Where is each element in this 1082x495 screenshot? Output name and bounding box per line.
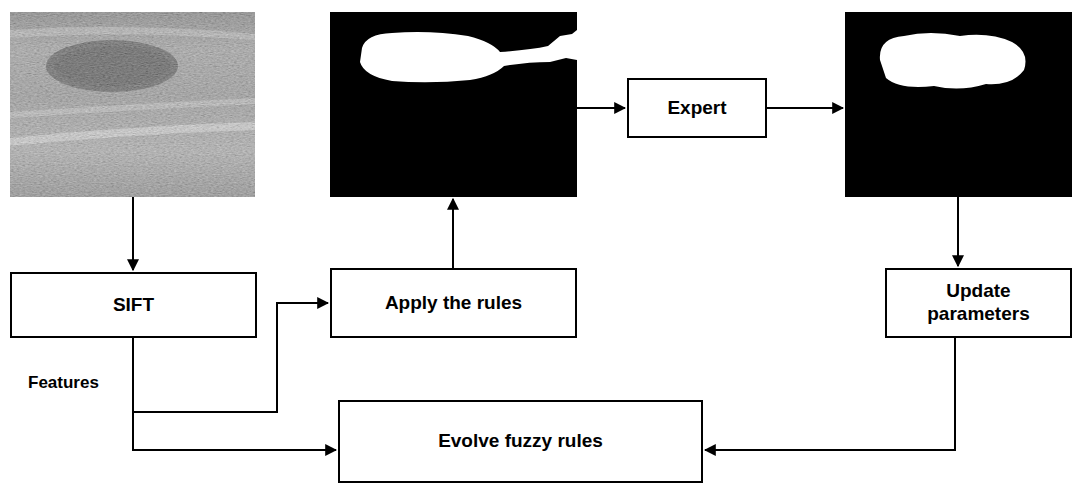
ultrasound-image — [10, 12, 255, 197]
process-box: Apply the rules — [330, 268, 577, 338]
expert-mask — [845, 12, 1072, 197]
flow-connector — [133, 338, 336, 450]
box-label: Evolve fuzzy rules — [438, 430, 603, 453]
process-box: Evolve fuzzy rules — [338, 400, 703, 483]
process-box: Expert — [627, 78, 767, 138]
box-label: SIFT — [113, 294, 154, 317]
box-label: Apply the rules — [385, 292, 522, 315]
segmentation-mask — [330, 12, 577, 197]
process-box: Update parameters — [885, 268, 1072, 338]
process-box: SIFT — [10, 272, 257, 338]
flow-label: Features — [28, 373, 99, 393]
box-label: Update parameters — [907, 280, 1050, 326]
flow-connector — [705, 338, 955, 450]
flow-arrow — [133, 108, 958, 270]
box-label: Expert — [667, 97, 726, 120]
